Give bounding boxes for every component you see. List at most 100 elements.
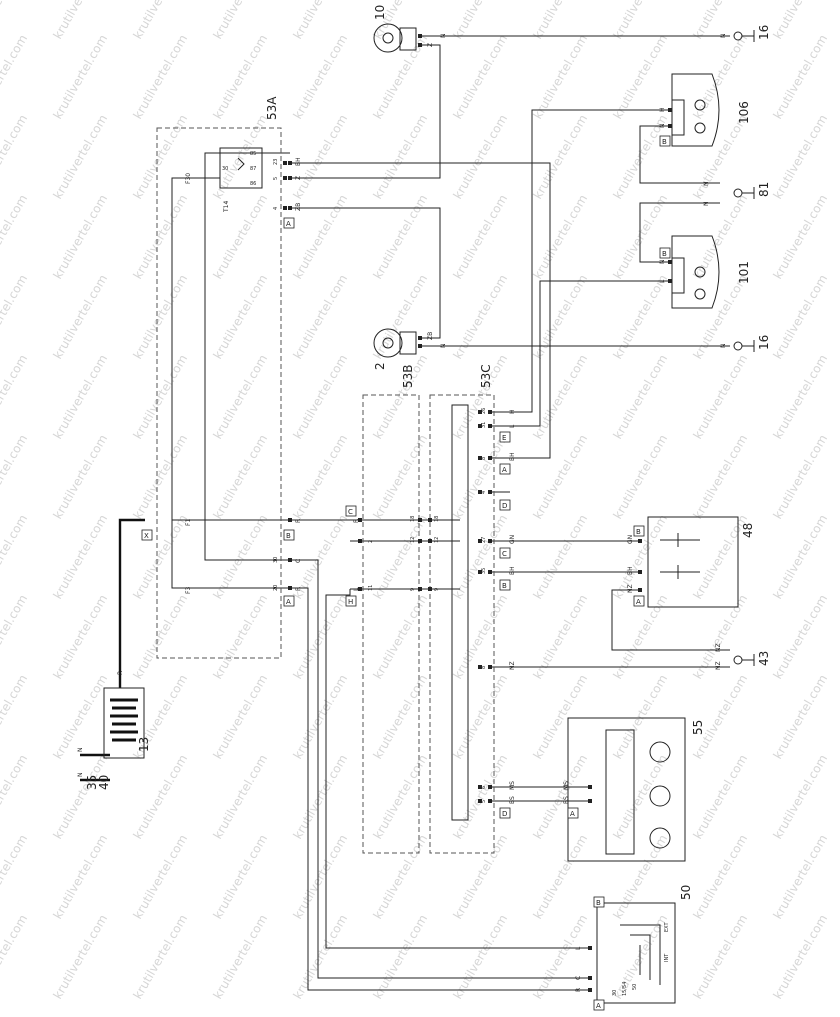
svg-text:30: 30 (222, 166, 228, 172)
connector-dot (288, 518, 292, 522)
connector-dot (428, 518, 432, 522)
watermark-text: krutilvertel.com (530, 432, 590, 521)
label-55: 55 (691, 720, 705, 735)
watermark-text: krutilvertel.com (370, 592, 430, 681)
watermark-text: krutilvertel.com (450, 32, 510, 121)
svg-text:BS: BS (509, 796, 516, 804)
tag-d-53c-bottom: D (499, 807, 511, 819)
watermark-text: krutilvertel.com (770, 112, 830, 201)
connector-dot (488, 799, 492, 803)
watermark-text: krutilvertel.com (530, 112, 590, 201)
svg-text:A: A (286, 598, 291, 606)
connector-dot (418, 43, 422, 47)
watermark-text: krutilvertel.com (530, 512, 590, 601)
connector-dot (418, 587, 422, 591)
battery-13 (103, 687, 145, 759)
watermark-text: krutilvertel.com (530, 752, 590, 841)
svg-text:27: 27 (481, 537, 487, 543)
svg-text:Z: Z (427, 43, 434, 47)
svg-text:L: L (509, 424, 516, 428)
svg-text:C: C (295, 559, 302, 563)
connector-dot (478, 539, 482, 543)
tag-a-53c: A (499, 463, 511, 475)
svg-text:GN: GN (627, 535, 634, 544)
watermark-text: krutilvertel.com (210, 832, 270, 921)
svg-text:A: A (596, 1002, 601, 1010)
svg-text:H: H (348, 598, 353, 606)
svg-text:11: 11 (368, 585, 374, 591)
tag-a-55: A (567, 807, 579, 819)
watermark-text: krutilvertel.com (210, 752, 270, 841)
label-43: 43 (757, 651, 771, 666)
component-labels: 10 16 106 81 101 16 2 53A 53B 53C 48 43 … (85, 5, 771, 900)
svg-text:2: 2 (368, 540, 374, 543)
svg-text:BH: BH (509, 566, 516, 575)
svg-text:8: 8 (481, 457, 487, 460)
connector-dot (358, 587, 362, 591)
connector-dot (638, 539, 642, 543)
connector-dot (358, 518, 362, 522)
watermark-text: krutilvertel.com (130, 192, 190, 281)
connector-tags: A B B E A D C B C B H A B A D A B A X (141, 135, 671, 1011)
svg-text:15/54: 15/54 (622, 982, 628, 996)
svg-text:GN: GN (509, 535, 516, 544)
svg-text:5: 5 (273, 177, 279, 180)
svg-text:BH: BH (295, 157, 302, 166)
label-35: 35 (85, 775, 99, 790)
svg-text:87: 87 (250, 166, 256, 172)
tag-b-tail-101: B (659, 247, 671, 259)
label-48: 48 (741, 523, 755, 538)
connector-dot (478, 665, 482, 669)
relay-t14: 85 87 30 86 (219, 147, 263, 189)
connector-dot (288, 558, 292, 562)
watermark-text: krutilvertel.com (370, 832, 430, 921)
unit-53c-frame (429, 394, 495, 854)
svg-text:18: 18 (410, 516, 416, 522)
watermark-text: krutilvertel.com (50, 352, 110, 441)
connector-dot (668, 279, 672, 283)
watermark-text: krutilvertel.com (130, 832, 190, 921)
svg-text:R: R (295, 587, 302, 591)
watermark-text: krutilvertel.com (690, 912, 750, 1001)
watermark-text: krutilvertel.com (530, 272, 590, 361)
connector-dot (288, 206, 292, 210)
watermark-text: krutilvertel.com (0, 432, 30, 521)
connector-dot (588, 976, 592, 980)
connector-dot (668, 108, 672, 112)
svg-text:6: 6 (481, 786, 487, 789)
relay-t14-label: T14 (223, 201, 230, 213)
tag-b-50: B (593, 896, 605, 908)
svg-text:4: 4 (273, 207, 279, 210)
svg-text:C: C (502, 550, 507, 558)
label-16a: 16 (757, 25, 771, 40)
watermark-text: krutilvertel.com (130, 352, 190, 441)
connector-dots (283, 34, 672, 992)
lamp-10 (373, 23, 417, 53)
watermark-text: krutilvertel.com (370, 112, 430, 201)
watermark-text: krutilvertel.com (370, 432, 430, 521)
watermark-text: krutilvertel.com (610, 832, 670, 921)
unit-53b-frame (362, 394, 420, 854)
svg-text:A: A (636, 598, 641, 606)
component-55 (567, 717, 686, 862)
label-106: 106 (737, 101, 751, 124)
unit-53c-bar (451, 404, 469, 821)
watermark-text: krutilvertel.com (0, 352, 30, 441)
label-81: 81 (757, 182, 771, 197)
switch-50: EXT INT 50 15/54 30 (596, 902, 676, 1004)
watermark-text: krutilvertel.com (130, 112, 190, 201)
label-13: 13 (137, 737, 151, 752)
watermark-text: krutilvertel.com (610, 272, 670, 361)
svg-text:NZ: NZ (715, 661, 722, 670)
svg-text:D: D (502, 810, 507, 818)
svg-text:N: N (720, 344, 727, 349)
tag-a-48: A (633, 595, 645, 607)
fuse-box-units (156, 127, 495, 854)
connector-dot (418, 539, 422, 543)
watermark-text: krutilvertel.com (370, 752, 430, 841)
connector-dot (478, 799, 482, 803)
svg-text:R: R (353, 519, 360, 523)
connector-dot (488, 665, 492, 669)
watermark-text: krutilvertel.com (450, 672, 510, 761)
